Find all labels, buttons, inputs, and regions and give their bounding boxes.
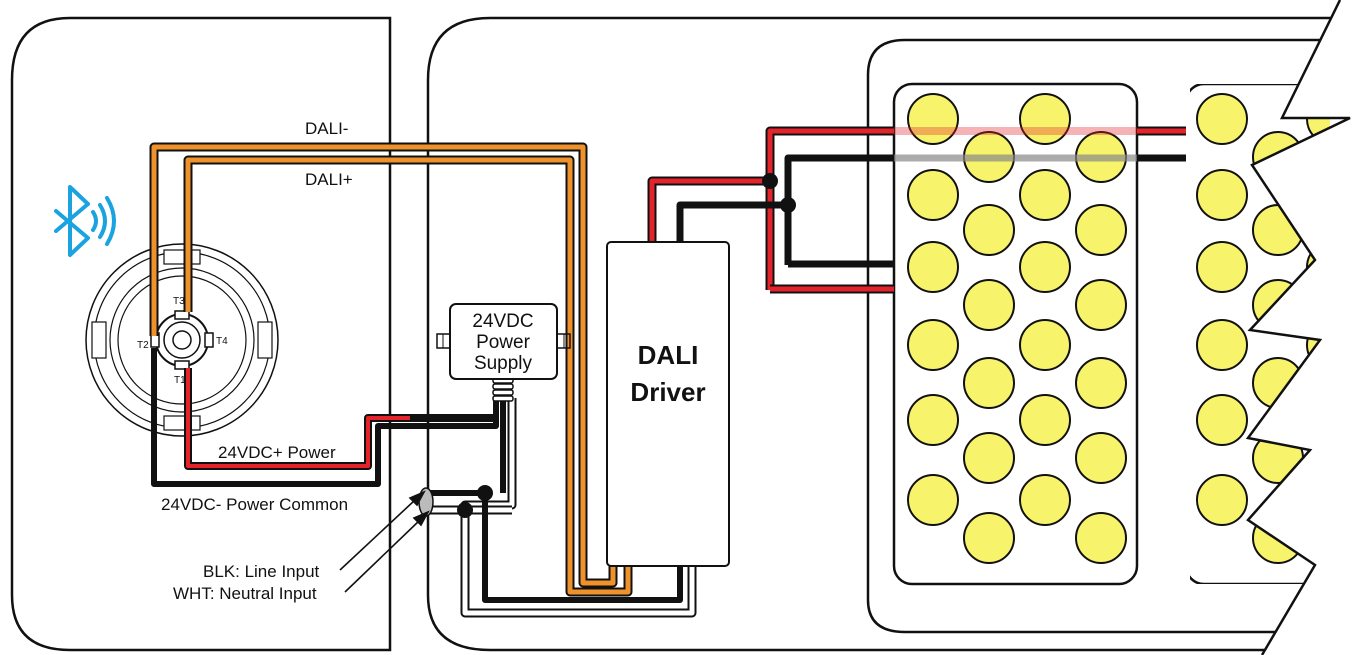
- break-line: [1245, 0, 1351, 655]
- sensor-housing: [10, 16, 392, 652]
- led: [1075, 204, 1127, 256]
- terminal-label-t3: T3: [173, 296, 185, 307]
- led: [1019, 319, 1071, 371]
- led: [1019, 169, 1071, 221]
- power-common-label: 24VDC- Power Common: [161, 495, 348, 514]
- power-plus-wire: [184, 368, 498, 470]
- dali-plus-wire: [183, 155, 633, 597]
- led: [1075, 357, 1127, 409]
- led: [907, 169, 959, 221]
- power-plus-label: 24VDC+ Power: [218, 443, 336, 462]
- strain-relief: [492, 377, 514, 402]
- line-input-wire: [426, 398, 683, 603]
- led-negative-wire: [676, 154, 1186, 268]
- led: [963, 512, 1015, 564]
- terminal-label-t4: T4: [216, 336, 228, 347]
- wire-grommet: [418, 487, 434, 517]
- led: [1196, 241, 1248, 293]
- led: [1019, 394, 1071, 446]
- led: [1075, 432, 1127, 484]
- dali-minus-label: DALI-: [305, 119, 348, 138]
- line-input-label: BLK: Line Input: [203, 562, 320, 581]
- dali-driver: DALI Driver: [606, 241, 730, 567]
- led: [907, 93, 959, 145]
- wire-junction: [477, 485, 493, 501]
- led: [1196, 394, 1248, 446]
- terminal-label-t2: T2: [137, 340, 149, 351]
- led-array: [907, 93, 1127, 564]
- power-supply-label-line1: 24VDC: [472, 311, 533, 332]
- led: [963, 279, 1015, 331]
- driver-label-line2: Driver: [630, 377, 705, 407]
- driver-label-line1: DALI: [638, 340, 699, 370]
- neutral-input-label: WHT: Neutral Input: [173, 584, 317, 603]
- led-positive-wire: [647, 126, 1186, 294]
- led: [963, 432, 1015, 484]
- led: [1019, 93, 1071, 145]
- led: [907, 241, 959, 293]
- callout-arrows: [339, 490, 430, 593]
- led: [963, 204, 1015, 256]
- wire-junction: [780, 197, 796, 213]
- led-board-frame: [866, 38, 1324, 634]
- led: [907, 394, 959, 446]
- terminal-label-t1: T1: [174, 375, 186, 386]
- led: [907, 319, 959, 371]
- led: [1196, 474, 1248, 526]
- led: [1196, 93, 1248, 145]
- led: [1019, 474, 1071, 526]
- power-supply: 24VDC Power Supply: [436, 303, 571, 380]
- power-supply-label-line2: Power: [476, 332, 531, 353]
- dali-plus-label: DALI+: [305, 170, 353, 189]
- bluetooth-icon: [54, 185, 116, 257]
- power-supply-label-line3: Supply: [474, 353, 533, 374]
- led: [1075, 512, 1127, 564]
- dali-minus-wire: [149, 142, 618, 588]
- led: [963, 357, 1015, 409]
- led: [1019, 241, 1071, 293]
- fixture-housing: [426, 16, 1336, 652]
- led: [1196, 319, 1248, 371]
- sensor-connector: [85, 243, 279, 437]
- wire-junction: [762, 173, 778, 189]
- led: [907, 474, 959, 526]
- led: [1196, 169, 1248, 221]
- wire-junction: [457, 502, 473, 518]
- led: [1075, 279, 1127, 331]
